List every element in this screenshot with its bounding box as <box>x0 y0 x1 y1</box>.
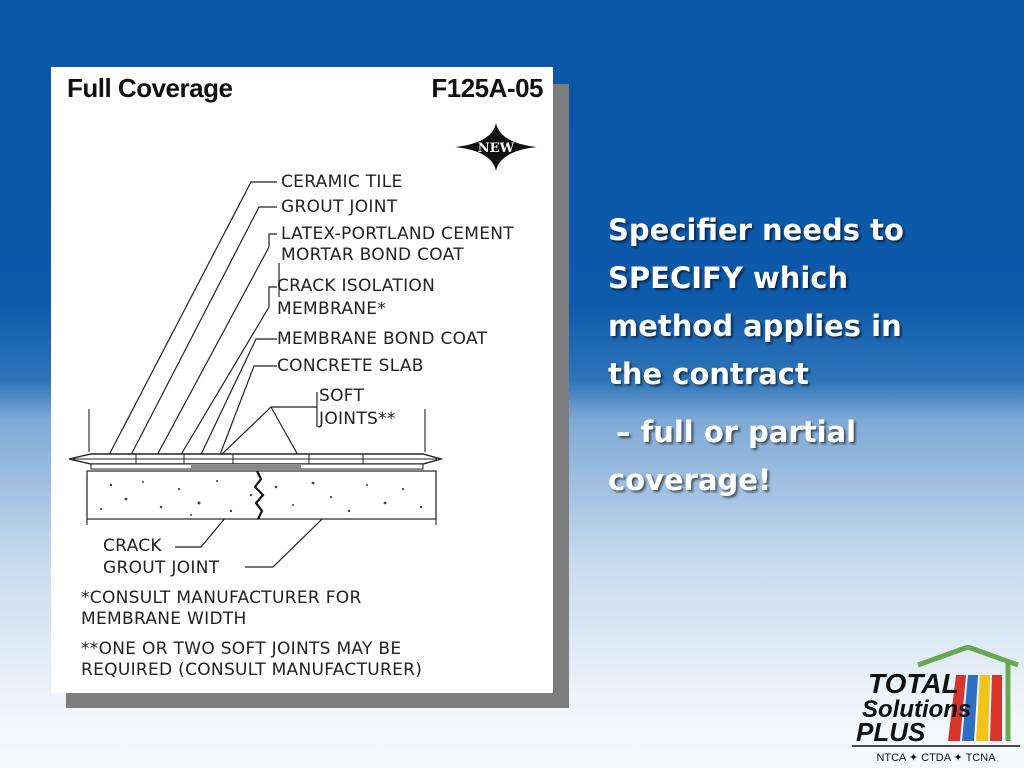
label-crack-isolation-line1: CRACK ISOLATION <box>277 276 436 296</box>
label-soft-joints-line1: SOFT <box>319 386 365 406</box>
concrete-slab <box>86 470 437 520</box>
label-grout-joint-bottom: GROUT JOINT <box>103 558 220 578</box>
assembly-diagram <box>68 181 444 568</box>
label-concrete-slab: CONCRETE SLAB <box>277 356 424 376</box>
footnote-soft-joints: **ONE OR TWO SOFT JOINTS MAY BE REQUIRED… <box>81 639 541 681</box>
logo-line-3: PLUS <box>856 717 926 747</box>
logo-line-2: Solutions <box>862 696 971 723</box>
label-membrane-bond-coat: MEMBRANE BOND COAT <box>277 329 488 349</box>
label-ceramic-tile: CERAMIC TILE <box>281 172 403 192</box>
label-crack: CRACK <box>103 536 162 556</box>
footnote-2-line2: REQUIRED (CONSULT MANUFACTURER) <box>81 660 423 680</box>
side-line-6: coverage! <box>608 463 772 497</box>
side-line-2: SPECIFY which <box>608 261 849 295</box>
side-line-1: Specifier needs to <box>608 213 904 247</box>
side-line-4: the contract <box>608 357 809 391</box>
side-line-5: – full or partial <box>616 415 857 449</box>
card-title: Full Coverage <box>67 73 233 103</box>
label-soft-joints-line2: JOINTS** <box>319 409 396 429</box>
label-crack-isolation-line2: MEMBRANE* <box>277 299 387 319</box>
total-solutions-plus-logo: TOTAL Solutions PLUS NTCA ✦ CTDA ✦ TCNA <box>852 645 1020 764</box>
new-badge-icon: NEW <box>455 123 537 171</box>
card-code: F125A-05 <box>431 73 543 103</box>
footnote-membrane-width: *CONSULT MANUFACTURER FOR MEMBRANE WIDTH <box>81 588 541 630</box>
detail-card: Full Coverage F125A-05 NEW <box>51 67 553 693</box>
footnote-1-line2: MEMBRANE WIDTH <box>81 609 247 629</box>
label-latex-line2: MORTAR BOND COAT <box>281 245 464 265</box>
logo-tagline: NTCA ✦ CTDA ✦ TCNA <box>876 752 996 764</box>
label-latex-line1: LATEX-PORTLAND CEMENT <box>281 224 514 244</box>
badge-text: NEW <box>478 141 515 156</box>
logo-line-1: TOTAL <box>868 668 959 699</box>
slide-body-text: Specifier needs to SPECIFY which method … <box>608 206 938 514</box>
tile-layer <box>68 453 444 470</box>
label-grout-joint-top: GROUT JOINT <box>281 197 398 217</box>
footnote-1-line1: *CONSULT MANUFACTURER FOR <box>81 588 362 608</box>
footnote-2-line1: **ONE OR TWO SOFT JOINTS MAY BE <box>81 639 402 659</box>
side-line-3: method applies in <box>608 309 902 343</box>
